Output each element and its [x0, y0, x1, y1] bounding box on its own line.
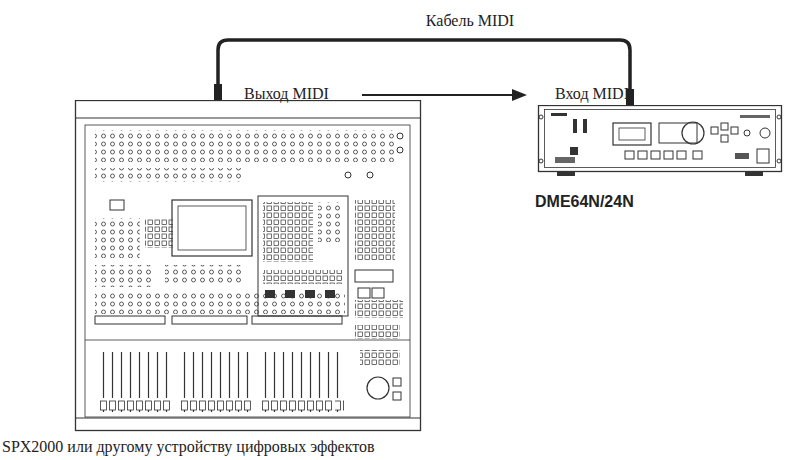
port-label: Выход MIDI	[244, 85, 329, 103]
port-label: Вход MIDI	[555, 85, 629, 103]
dme-illustration	[535, 105, 785, 185]
plug	[214, 84, 222, 100]
device-name: DME64N/24N	[535, 193, 634, 211]
mixing-console: SPX2000 или другому устройству цифровых …	[0, 100, 445, 458]
dme-unit: DME64N/24N	[535, 105, 785, 213]
midi-cable	[214, 40, 634, 105]
arrow-head	[512, 89, 527, 101]
arrow-shaft	[362, 94, 515, 96]
device-caption: SPX2000 или другому устройству цифровых …	[2, 438, 375, 456]
cable-label: Кабель MIDI	[424, 12, 516, 30]
console-illustration	[0, 100, 445, 440]
cable-line	[218, 40, 630, 105]
